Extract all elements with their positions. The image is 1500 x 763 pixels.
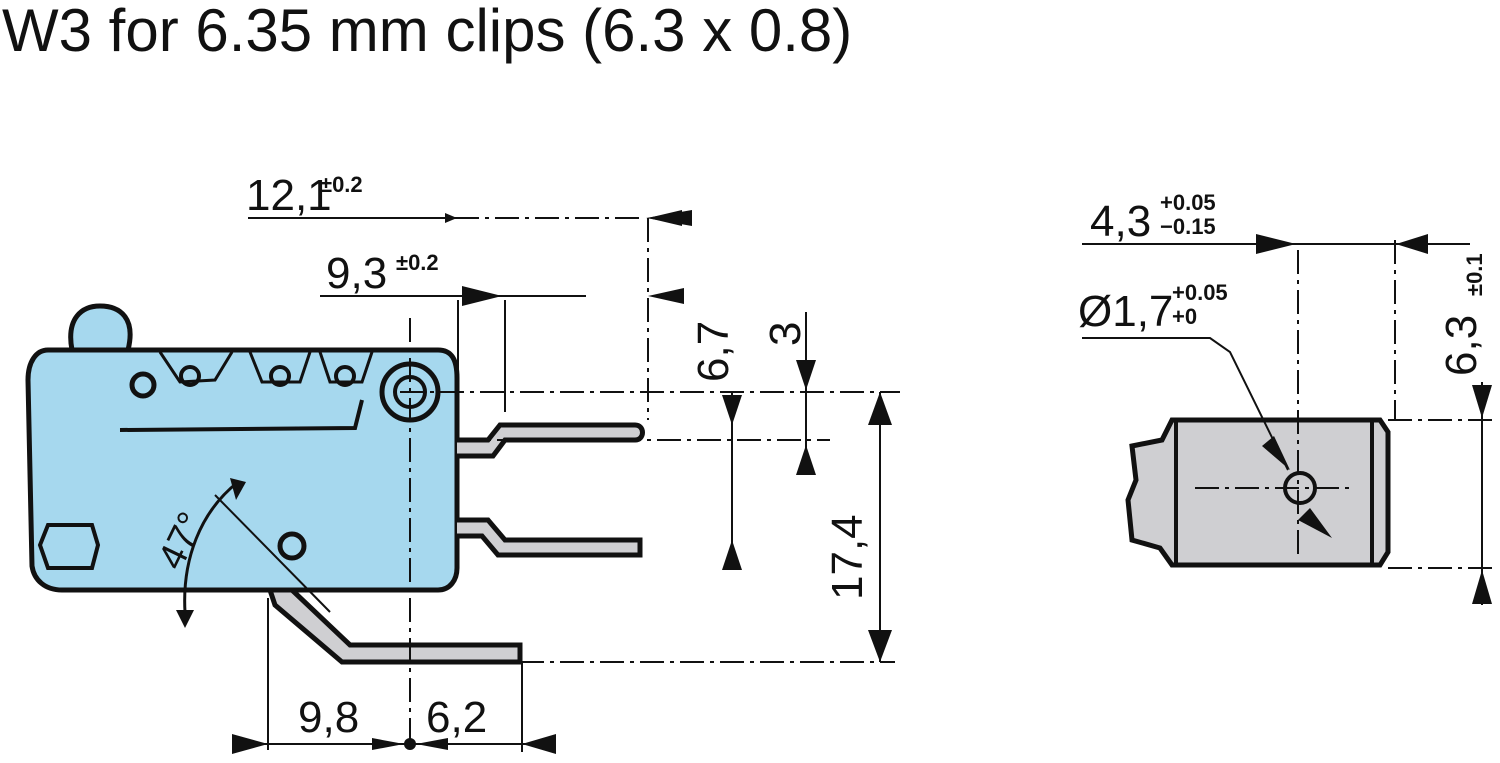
end-view: 4,3 +0.05 −0.15 Ø1,7 +0.05 +0 6,3 ±0.1: [1078, 190, 1498, 605]
dim-bottom-left: 9,8: [298, 693, 359, 742]
dim-hole-tol-minus: +0: [1172, 304, 1197, 329]
dim-end-width-tol-minus: −0.15: [1160, 214, 1216, 239]
dim-width-outer-tol: ±0.2: [320, 172, 363, 197]
rivet: [269, 365, 291, 387]
dim-width-inner: 9,3: [326, 249, 387, 298]
terminal-lower: [457, 517, 643, 558]
dim-end-width-tol-plus: +0.05: [1160, 190, 1216, 215]
dim-height-3: 3: [761, 322, 810, 346]
dim-hole-tol-plus: +0.05: [1172, 280, 1228, 305]
dim-end-height-tol: ±0.1: [1462, 253, 1487, 296]
dim-width-inner-tol: ±0.2: [396, 250, 439, 275]
rivet: [179, 365, 201, 387]
dim-height-17-4: 17,4: [823, 514, 872, 600]
dim-bottom-right: 6,2: [426, 693, 487, 742]
terminal-cross-section: [1125, 417, 1391, 568]
dim-end-height: 6,3: [1437, 315, 1486, 376]
page-title: W3 for 6.35 mm clips (6.3 x 0.8): [2, 0, 853, 64]
side-view: 12,1 ±0.2 9,3 ±0.2 6,7 3 17,4 9,8 6,2 47…: [25, 171, 900, 754]
rivet: [334, 365, 356, 387]
mount-hole-left: [37, 523, 101, 570]
dim-width-outer: 12,1: [246, 171, 332, 220]
actuator-button: [68, 303, 133, 353]
rivet: [129, 371, 157, 399]
switch-body: [25, 347, 460, 593]
dim-hole: Ø1,7: [1078, 287, 1173, 336]
dim-end-width: 4,3: [1090, 197, 1151, 246]
mount-hole: [277, 531, 307, 561]
terminal-bottom: [266, 587, 523, 665]
dim-height-6-7: 6,7: [689, 321, 738, 382]
